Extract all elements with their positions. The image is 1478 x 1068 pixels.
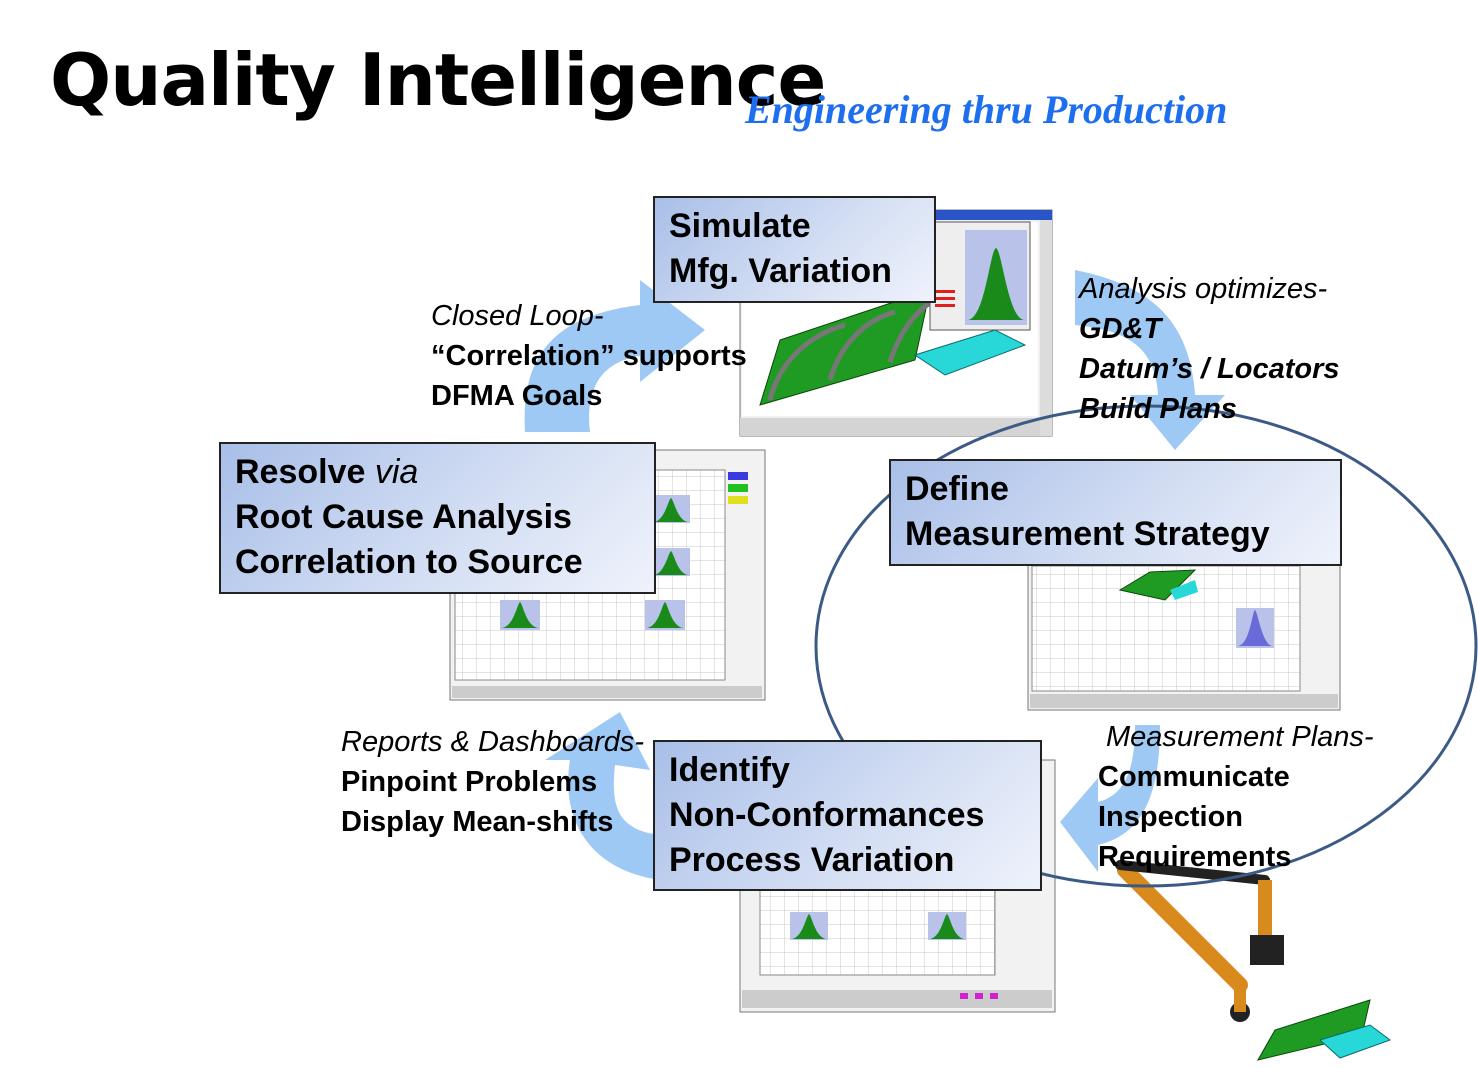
stage-resolve: Resolve via Root Cause Analysis Correlat…	[219, 442, 656, 594]
stage-define-line2: Measurement Strategy	[905, 515, 1270, 553]
note-reports-line3: Display Mean-shifts	[341, 806, 614, 838]
stage-resolve-line1: Resolve via	[235, 450, 640, 495]
note-analysis: Analysis optimizes- GD&T Datum’s / Locat…	[1079, 269, 1340, 429]
stage-simulate: Simulate Mfg. Variation	[653, 196, 936, 303]
stage-identify: Identify Non-Conformances Process Variat…	[653, 740, 1042, 891]
note-analysis-line2: GD&T	[1079, 313, 1162, 345]
measurement-robot-arm	[1115, 860, 1284, 1022]
note-measurement-plans-lead: Measurement Plans-	[1106, 721, 1374, 753]
arrow-closed-loop	[524, 280, 705, 432]
stage-simulate-line1: Simulate	[669, 207, 811, 245]
note-closed-loop-line3: DFMA Goals	[431, 380, 603, 412]
stage-identify-line3: Process Variation	[669, 841, 955, 879]
stage-resolve-word2: via	[374, 453, 419, 491]
arrow-reports	[545, 712, 660, 880]
note-closed-loop-lead: Closed Loop-	[431, 300, 604, 332]
stage-resolve-line3: Correlation to Source	[235, 543, 583, 581]
note-analysis-line3: Datum’s / Locators	[1079, 353, 1340, 385]
stage-simulate-line2: Mfg. Variation	[669, 252, 892, 290]
note-closed-loop-line2: “Correlation” supports	[431, 340, 747, 372]
arrow-analysis	[1075, 270, 1225, 450]
note-measurement-plans: Measurement Plans- Communicate Inspectio…	[1098, 717, 1374, 877]
stage-resolve-line2: Root Cause Analysis	[235, 498, 572, 536]
note-reports: Reports & Dashboards- Pinpoint Problems …	[341, 722, 644, 842]
note-analysis-line4: Build Plans	[1079, 393, 1237, 425]
fixture-cyan	[913, 329, 1027, 376]
histogram-window	[929, 221, 1031, 331]
note-measurement-plans-line2: Communicate	[1098, 761, 1290, 793]
note-reports-line2: Pinpoint Problems	[341, 766, 598, 798]
page-subtitle: Engineering thru Production	[745, 87, 1228, 132]
stage-define-line1: Define	[905, 470, 1009, 508]
highlight-ellipse	[814, 404, 1478, 888]
stage-define: Define Measurement Strategy	[889, 459, 1342, 566]
note-closed-loop: Closed Loop- “Correlation” supports DFMA…	[431, 296, 747, 416]
page-title: Quality Intelligence	[50, 38, 826, 122]
measured-part	[1256, 999, 1392, 1061]
arrow-measurement-plans	[1060, 725, 1160, 872]
stage-identify-line2: Non-Conformances	[669, 796, 985, 834]
note-analysis-lead: Analysis optimizes-	[1079, 273, 1328, 305]
stage-resolve-word1: Resolve	[235, 453, 366, 491]
mini-histogram	[500, 495, 690, 630]
stage-identify-line1: Identify	[669, 751, 790, 789]
note-measurement-plans-line4: Requirements	[1098, 841, 1292, 873]
note-measurement-plans-line3: Inspection	[1098, 801, 1244, 833]
define-report-screenshot	[1027, 559, 1341, 711]
note-reports-lead: Reports & Dashboards-	[341, 726, 645, 758]
